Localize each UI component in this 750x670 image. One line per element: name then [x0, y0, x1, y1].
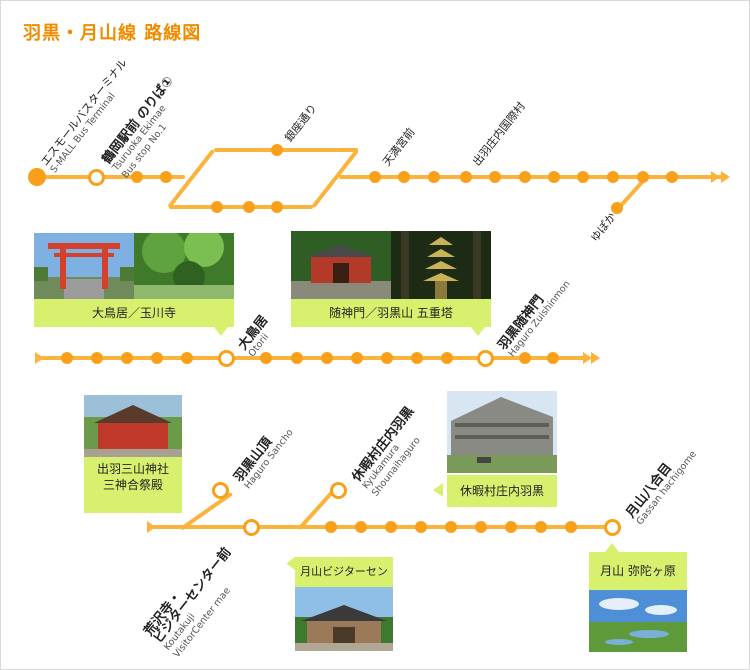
station-dot [548, 171, 560, 183]
label-haguro-zuishinmon: 羽黒随神門 Haguro Zuishinmon [497, 271, 573, 359]
station-dot [535, 521, 547, 533]
station-dot [260, 352, 272, 364]
station-dot [91, 352, 103, 364]
station-haguro-zuishinmon [477, 350, 494, 367]
label-kyukamura: 休暇村庄内羽黒 Kyukamura Shounaihaguro [351, 405, 435, 499]
station-dot [385, 521, 397, 533]
station-dot [181, 352, 193, 364]
station-ginza [271, 144, 283, 156]
photo-midagahara [589, 590, 687, 652]
station-dot [321, 352, 333, 364]
label-haguro-sancho: 羽黒山頂 Haguro Sancho [233, 420, 297, 492]
caption-sanjin: 出羽三山神社 三神合祭殿 [84, 457, 182, 513]
map-title: 羽黒・月山線 路線図 [23, 19, 201, 45]
label-dewasho: 出羽庄内国際村 [471, 100, 528, 168]
station-dot [666, 171, 678, 183]
row1-arrow-a [711, 171, 720, 183]
garden-image [134, 233, 234, 299]
station-dot [415, 521, 427, 533]
station-dot [355, 521, 367, 533]
row3-arrow-left [147, 521, 156, 533]
station-dot [547, 352, 559, 364]
loop-top [214, 148, 358, 152]
caption-zuishinmon-pointer [471, 327, 485, 336]
station-dot [61, 352, 73, 364]
station-dot [505, 521, 517, 533]
caption-kyukamura-pointer [433, 483, 443, 497]
midagahara-image [589, 590, 687, 652]
station-yupoka [611, 202, 623, 214]
photo-pagoda [391, 231, 491, 299]
station-tsuruoka [88, 169, 105, 186]
label-gassan8: 月山八合目 Gassan hachigome [625, 442, 700, 528]
caption-midagahara-pointer [605, 543, 619, 552]
photo-zuishinmon [291, 231, 391, 299]
station-dot [519, 171, 531, 183]
zuishinmon-image [291, 231, 391, 299]
caption-zuishinmon: 随神門／羽黒山 五重塔 [291, 299, 491, 327]
station-dot [411, 352, 423, 364]
station-dot [211, 201, 223, 213]
station-s-mall [28, 168, 46, 186]
station-dot [381, 352, 393, 364]
station-dot [607, 171, 619, 183]
label-yupoka: ゆぽか [589, 211, 619, 244]
kyukamura-image [447, 391, 557, 473]
station-dot [351, 352, 363, 364]
station-kyukamura [330, 482, 347, 499]
station-gassan8 [604, 519, 621, 536]
sanjin-gosaiden-image [84, 395, 182, 457]
station-kotakuji [243, 519, 260, 536]
station-tenman [369, 171, 381, 183]
station-dot [565, 521, 577, 533]
station-dot [577, 171, 589, 183]
station-dot [489, 171, 501, 183]
photo-otorii [34, 233, 134, 299]
caption-otorii: 大鳥居／玉川寺 [34, 299, 234, 327]
caption-kyukamura: 休暇村庄内羽黒 [447, 475, 557, 507]
label-kotakuji: 荒沢寺・ ビジターセンター前 Koutakuji VisitorCenter m… [143, 539, 253, 661]
station-haguro-sancho [212, 482, 229, 499]
photo-sanjin [84, 395, 182, 457]
station-otorii [218, 350, 235, 367]
station-dot [398, 171, 410, 183]
photo-kyukamura [447, 391, 557, 473]
photo-visitor [295, 587, 393, 651]
station-dot [325, 521, 337, 533]
station-dot [271, 201, 283, 213]
station-dot [441, 352, 453, 364]
pagoda-image [391, 231, 491, 299]
row2-arrow-right-b [591, 352, 600, 364]
label-ginza: 銀座通り [283, 102, 320, 144]
photo-gyokusenji [134, 233, 234, 299]
station-dot [151, 352, 163, 364]
visitor-center-image [295, 587, 393, 651]
station-dot [637, 171, 649, 183]
caption-otorii-pointer [214, 327, 228, 336]
caption-visitor: 月山ビジターセンター [295, 557, 393, 587]
station-dot [445, 521, 457, 533]
station-dot [121, 352, 133, 364]
caption-midagahara: 月山 弥陀ヶ原 [589, 552, 687, 590]
station-dot [160, 171, 172, 183]
torii-image [34, 233, 134, 299]
row1-arrow-b [721, 171, 730, 183]
label-otorii: 大鳥居 Otorii [237, 314, 280, 360]
station-dot [475, 521, 487, 533]
row2-arrow-left-a [35, 352, 44, 364]
loop-bottom [169, 205, 313, 209]
station-dot [519, 352, 531, 364]
station-dewasho [460, 171, 472, 183]
station-dot [291, 352, 303, 364]
station-dot [243, 201, 255, 213]
label-tenman: 天満宮前 [381, 126, 418, 168]
station-dot [428, 171, 440, 183]
